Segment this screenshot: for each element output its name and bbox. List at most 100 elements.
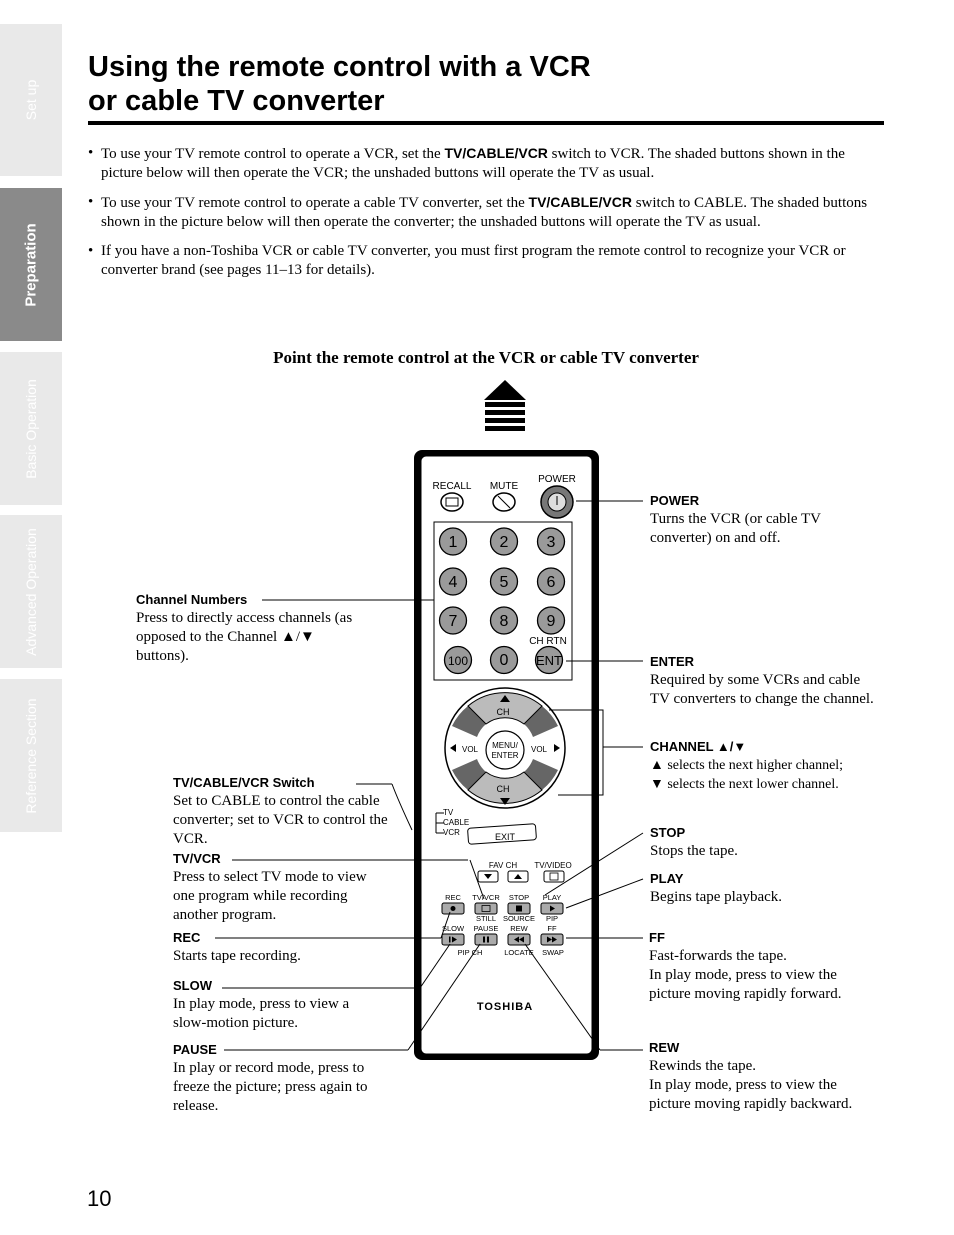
rew-button[interactable] [507, 933, 531, 946]
callout-line: In play mode, press to view the picture … [649, 1077, 853, 1112]
callout-heading: SLOW [173, 978, 212, 993]
callout-power: POWER Turns the VCR (or cable TV convert… [650, 492, 850, 548]
callout-heading: TV/CABLE/VCR Switch [173, 775, 315, 790]
list-item: To use your TV remote control to operate… [88, 144, 884, 183]
tv-vcr-label: TV/VCR [472, 893, 500, 902]
mute-button[interactable] [492, 492, 516, 512]
number-pad-frame [433, 521, 573, 681]
volume-up-button[interactable] [554, 744, 560, 752]
sidebar-tab-advanced-operation[interactable]: Advanced Operation [0, 515, 62, 668]
vol-left-label: VOL [462, 745, 479, 754]
digit-2-button[interactable]: 2 [489, 527, 519, 556]
digit-5-button[interactable]: 5 [489, 567, 519, 596]
callout-line: ▲ selects the next higher channel; [650, 758, 844, 773]
callout-body: Set to CABLE to control the cable conver… [173, 793, 388, 847]
exit-button[interactable] [467, 823, 537, 845]
digit-7-button[interactable]: 7 [438, 606, 468, 635]
fav-ch-down-button[interactable] [477, 870, 499, 883]
callout-line: Fast-forwards the tape. [649, 948, 787, 964]
callout-body: Starts tape recording. [173, 948, 301, 964]
rew-label: REW [510, 924, 528, 933]
callout-play: PLAY Begins tape playback. [650, 870, 850, 907]
stop-button[interactable] [507, 902, 531, 915]
recall-button[interactable] [440, 492, 464, 512]
recall-label: RECALL [433, 481, 472, 492]
callout-rew: REW Rewinds the tape. In play mode, pres… [649, 1039, 859, 1114]
digit-label: 6 [547, 574, 556, 591]
callout-line: In play mode, press to view the picture … [649, 967, 842, 1002]
still-label: STILL [476, 914, 496, 923]
sidebar-tab-basic-operation[interactable]: Basic Operation [0, 352, 62, 505]
rec-button[interactable] [441, 902, 465, 915]
digit-6-button[interactable]: 6 [536, 567, 566, 596]
enter-button[interactable]: ENT [534, 645, 564, 675]
digit-label: 9 [547, 613, 556, 630]
switch-vcr-label: VCR [443, 828, 460, 837]
digit-9-button[interactable]: 9 [536, 606, 566, 635]
callout-heading: PAUSE [173, 1042, 217, 1057]
callout-body: Required by some VCRs and cable TV conve… [650, 672, 874, 707]
sidebar-tab-reference-section[interactable]: Reference Section [0, 679, 62, 832]
tv-vcr-button[interactable] [474, 902, 498, 915]
callout-body: Begins tape playback. [650, 889, 783, 905]
callout-body: Press to directly access channels (as op… [136, 610, 353, 664]
digit-label: 2 [500, 534, 509, 551]
digit-3-button[interactable]: 3 [536, 527, 566, 556]
list-item: To use your TV remote control to operate… [88, 193, 884, 232]
callout-channel-numbers: Channel Numbers Press to directly access… [136, 591, 361, 666]
zero-label: 0 [500, 652, 509, 669]
callout-heading: TV/VCR [173, 851, 221, 866]
callout-line: Rewinds the tape. [649, 1058, 757, 1074]
hundred-button[interactable]: 100 [443, 645, 473, 675]
digit-label: 4 [449, 574, 458, 591]
menu-enter-label-2: ENTER [491, 751, 518, 760]
slow-button[interactable] [441, 933, 465, 946]
digit-1-button[interactable]: 1 [438, 527, 468, 556]
channel-down-button[interactable] [467, 771, 543, 805]
stop-label: STOP [509, 893, 529, 902]
callout-stop: STOP Stops the tape. [650, 824, 850, 861]
title-line-1: Using the remote control with a VCR [88, 51, 591, 83]
zero-button[interactable]: 0 [489, 645, 519, 675]
slow-label: SLOW [442, 924, 465, 933]
source-label: SOURCE [503, 914, 535, 923]
ch-rtn-label: CH RTN [529, 636, 567, 647]
callout-body: Stops the tape. [650, 843, 738, 859]
switch-tv-label: TV [443, 808, 454, 817]
power-button[interactable] [540, 485, 574, 519]
callout-pause: PAUSE In play or record mode, press to f… [173, 1041, 388, 1116]
ff-label: FF [547, 924, 557, 933]
play-button[interactable] [540, 902, 564, 915]
callout-tv-cable-vcr-switch: TV/CABLE/VCR Switch Set to CABLE to cont… [173, 774, 393, 849]
sidebar-tab-setup[interactable]: Set up [0, 24, 62, 176]
callout-heading: POWER [650, 493, 700, 508]
callout-leaders [215, 500, 644, 1051]
digit-8-button[interactable]: 8 [489, 606, 519, 635]
page-title: Using the remote control with a VCR or c… [88, 50, 788, 118]
sidebar-tab-preparation[interactable]: Preparation [0, 188, 62, 341]
tv-video-button[interactable] [543, 870, 565, 883]
callout-channel: CHANNEL ▲/▼ ▲ selects the next higher ch… [650, 738, 890, 794]
volume-down-button[interactable] [450, 744, 456, 752]
play-label: PLAY [543, 893, 562, 902]
pause-button[interactable] [474, 933, 498, 946]
pip-ch-label: PIP CH [458, 948, 483, 957]
menu-enter-label-1: MENU/ [492, 741, 519, 750]
menu-enter-button[interactable] [485, 730, 525, 770]
digit-4-button[interactable]: 4 [438, 567, 468, 596]
channel-up-button[interactable] [467, 692, 543, 725]
callout-heading: FF [649, 930, 665, 945]
ch-up-label: CH [497, 707, 510, 717]
tv-cable-vcr-switch[interactable] [435, 812, 444, 834]
callout-heading: Channel Numbers [136, 592, 248, 607]
callout-slow: SLOW In play mode, press to view a slow-… [173, 977, 383, 1033]
ff-button[interactable] [540, 933, 564, 946]
instruction-list: To use your TV remote control to operate… [88, 144, 884, 290]
callout-heading: ENTER [650, 654, 695, 669]
callout-body: In play mode, press to view a slow-motio… [173, 996, 350, 1031]
fav-ch-up-button[interactable] [507, 870, 529, 883]
ch-down-label: CH [497, 784, 510, 794]
